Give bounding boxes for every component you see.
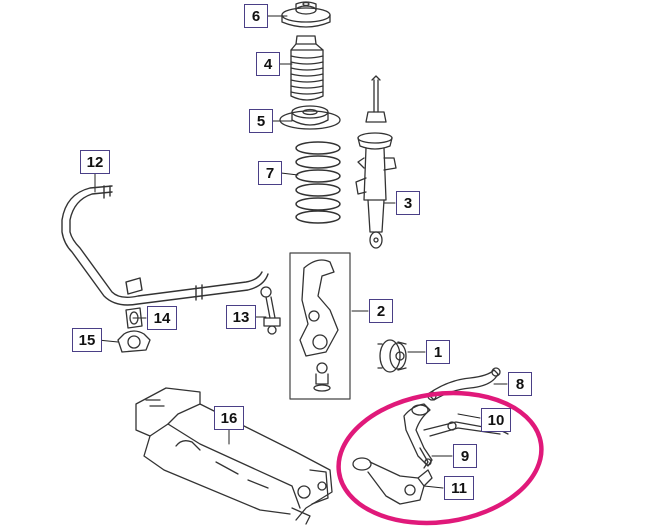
callout-9[interactable]: 9 bbox=[453, 444, 477, 468]
lower-control-arm-lower bbox=[352, 457, 433, 505]
callout-3[interactable]: 3 bbox=[396, 191, 420, 215]
callout-4[interactable]: 4 bbox=[256, 52, 280, 76]
knuckle-box bbox=[289, 252, 351, 400]
callout-10[interactable]: 10 bbox=[481, 408, 511, 432]
callout-13[interactable]: 13 bbox=[226, 305, 256, 329]
callout-1[interactable]: 1 bbox=[426, 340, 450, 364]
strut-mount bbox=[281, 1, 331, 28]
lower-control-arm-upper bbox=[403, 403, 509, 467]
highlight-ellipse bbox=[336, 390, 544, 526]
callout-16[interactable]: 16 bbox=[214, 406, 244, 430]
callout-15[interactable]: 15 bbox=[72, 328, 102, 352]
coil-spring bbox=[295, 141, 341, 224]
callout-6[interactable]: 6 bbox=[244, 4, 268, 28]
bushing-bracket bbox=[117, 330, 151, 353]
callout-11[interactable]: 11 bbox=[444, 476, 474, 500]
callout-2[interactable]: 2 bbox=[369, 299, 393, 323]
callout-8[interactable]: 8 bbox=[508, 372, 532, 396]
stabilizer-bar bbox=[61, 185, 269, 306]
callout-5[interactable]: 5 bbox=[249, 109, 273, 133]
lower-arm-link bbox=[419, 447, 432, 469]
leader-lines bbox=[94, 15, 508, 489]
stabilizer-bushing bbox=[125, 307, 143, 329]
strut-assembly bbox=[355, 75, 397, 249]
front-crossmember bbox=[135, 387, 333, 525]
stabilizer-link bbox=[260, 286, 281, 335]
hub-bearing bbox=[377, 339, 407, 373]
dust-boot bbox=[290, 35, 324, 101]
callout-12[interactable]: 12 bbox=[80, 150, 110, 174]
callout-14[interactable]: 14 bbox=[147, 306, 177, 330]
callout-7[interactable]: 7 bbox=[258, 161, 282, 185]
spring-seat bbox=[279, 105, 341, 130]
